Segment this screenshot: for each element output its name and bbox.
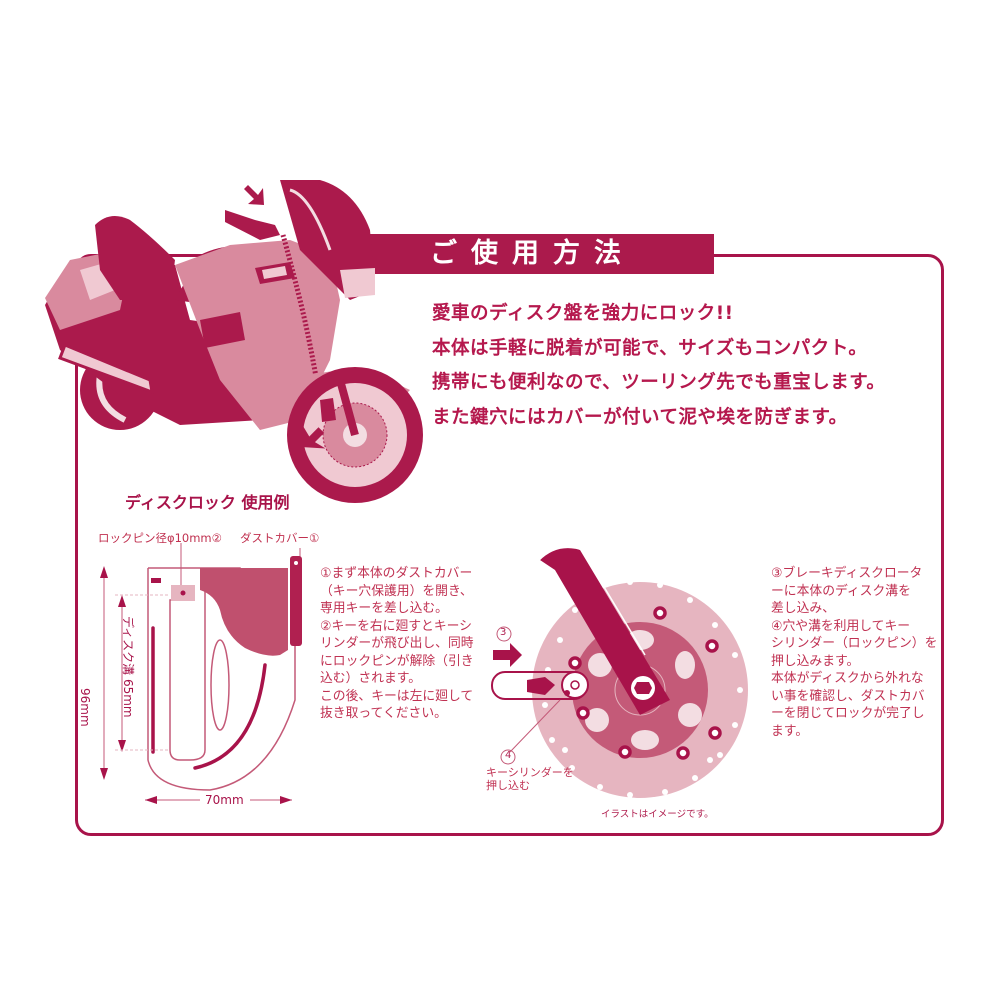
intro-line: 携帯にも便利なので、ツーリング先でも重宝します。 — [432, 372, 886, 393]
usage-example-caption: ディスクロック 使用例 — [125, 493, 290, 512]
intro-text: 愛車のディスク盤を強力にロック!! 本体は手軽に脱着が可能で、サイズもコンパクト… — [432, 297, 932, 435]
lock-pin-text: ロックピン径φ10mm — [98, 531, 212, 545]
dust-cover-text: ダストカバー — [240, 531, 309, 545]
dust-cover-number: ① — [309, 531, 320, 545]
page-title: ご使用方法 — [360, 234, 714, 274]
image-note: イラストはイメージです。 — [601, 809, 714, 820]
dust-cover-label: ダストカバー① — [240, 530, 319, 546]
step4-marker: 4 — [505, 750, 512, 761]
intro-line: また鍵穴にはカバーが付いて泥や埃を防ぎます。 — [432, 406, 848, 428]
intro-line: 愛車のディスク盤を強力にロック!! — [432, 303, 734, 324]
key-cylinder-label: キーシリンダーを 押し込む — [486, 766, 574, 792]
width-dimension: 70mm — [205, 793, 244, 807]
step3-marker: 3 — [500, 627, 507, 638]
steps-1-2-text: ①まず本体のダストカバー （キー穴保護用）を開き、 専用キーを差し込む。 ②キー… — [320, 566, 474, 721]
steps-3-4-text: ③ブレーキディスクロータ ーに本体のディスク溝を 差し込み、 ④穴や溝を利用して… — [771, 566, 938, 739]
lock-pin-label: ロックピン径φ10mm② — [98, 530, 222, 546]
intro-line: 本体は手軽に脱着が可能で、サイズもコンパクト。 — [432, 337, 868, 359]
lock-pin-number: ② — [211, 531, 222, 545]
